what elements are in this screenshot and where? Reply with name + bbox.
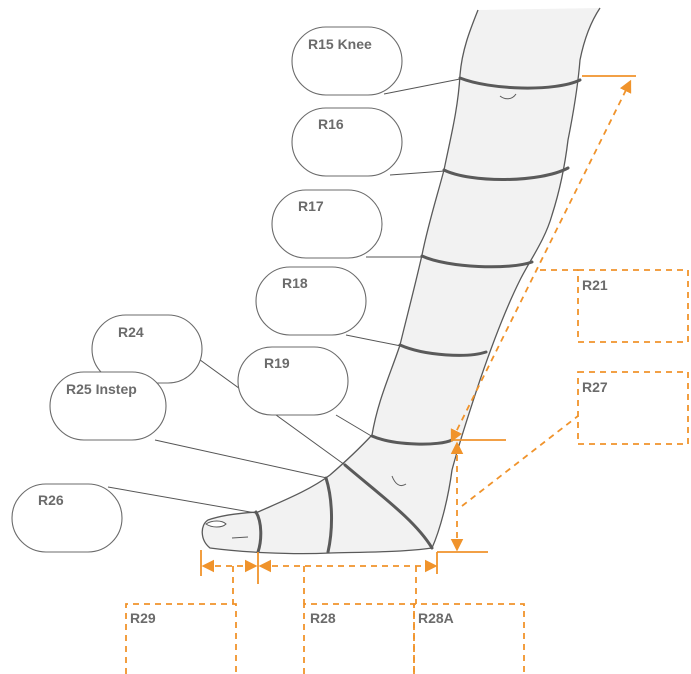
box-r29: R29 (125, 603, 237, 674)
leader-r26 (107, 486, 257, 514)
toe-nail (205, 520, 227, 528)
pill-r26: R26 (11, 483, 123, 553)
leader-r18 (345, 334, 402, 347)
leader-r19 (335, 414, 374, 438)
label-r28: R28 (310, 610, 336, 626)
pill-r16: R16 (291, 107, 403, 177)
pill-r25: R25 Instep (49, 371, 167, 441)
box-r21: R21 (577, 269, 689, 343)
label-r15: R15 Knee (308, 36, 372, 52)
label-r17: R17 (298, 198, 324, 214)
band-r26 (254, 510, 263, 554)
label-r24: R24 (118, 324, 144, 340)
diag-arrow-r21 (450, 79, 632, 443)
ankle-bone-mark (391, 475, 407, 487)
pill-r19: R19 (237, 346, 349, 416)
label-r27: R27 (582, 379, 608, 395)
band-r24 (343, 463, 434, 550)
band-r25 (324, 476, 334, 554)
label-r18: R18 (282, 275, 308, 291)
leader-r16 (389, 170, 446, 176)
pill-r17: R17 (271, 189, 383, 259)
box-r28a: R28A (413, 603, 525, 674)
band-r19 (370, 434, 454, 446)
leg-illustration (201, 7, 601, 555)
label-r19: R19 (264, 355, 290, 371)
leg-outline (201, 7, 601, 555)
leader-r15 (383, 78, 461, 95)
toe-crease (231, 536, 249, 539)
label-r26: R26 (38, 492, 64, 508)
pill-r15: R15 Knee (291, 26, 403, 96)
length-measures (200, 75, 636, 604)
box-r28: R28 (303, 603, 415, 674)
pill-r18: R18 (255, 266, 367, 336)
label-r21: R21 (582, 277, 608, 293)
box-r27: R27 (577, 371, 689, 445)
leader-r25 (154, 439, 328, 479)
label-r29: R29 (130, 610, 156, 626)
label-r25: R25 Instep (66, 381, 137, 397)
label-r16: R16 (318, 116, 344, 132)
connector-r27 (461, 415, 579, 507)
label-r28a: R28A (418, 610, 454, 626)
